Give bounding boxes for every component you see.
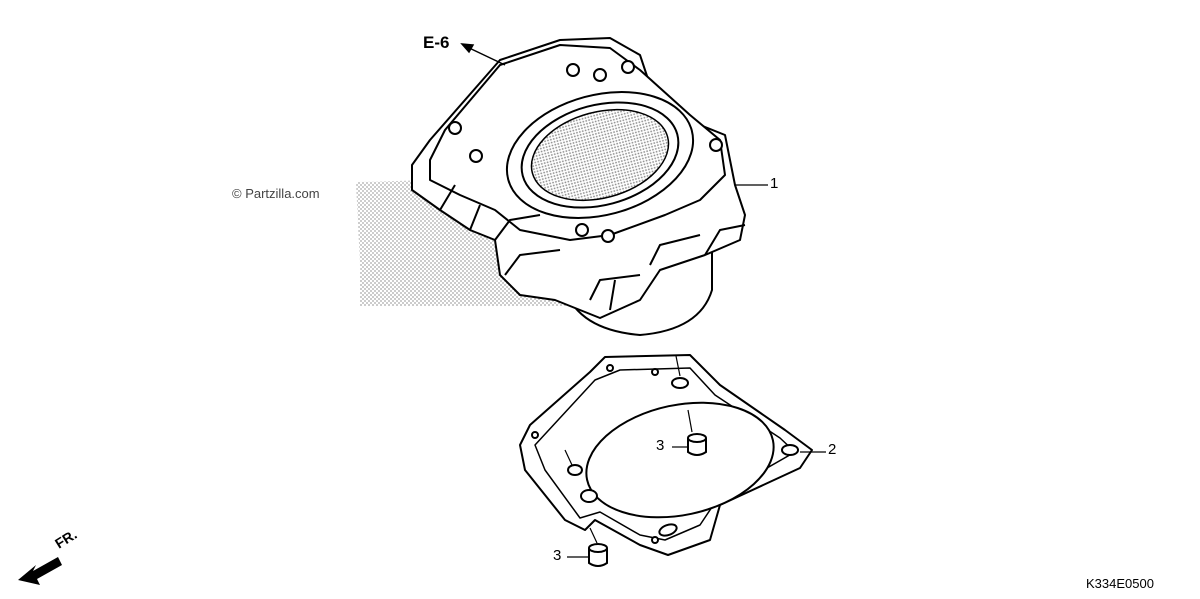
dowel-pin-upper <box>687 433 707 456</box>
watermark-text: © Partzilla.com <box>232 186 320 201</box>
callout-3-upper[interactable]: 3 <box>656 437 665 454</box>
cylinder-part-1 <box>411 37 746 336</box>
callout-3-lower[interactable]: 3 <box>553 547 562 564</box>
front-direction-arrow <box>18 557 62 585</box>
callout-leaders <box>564 184 826 558</box>
gasket-part-2 <box>519 354 813 556</box>
reference-label: E-6 <box>423 33 450 52</box>
dowel-pin-lower <box>588 543 608 567</box>
reference-arrow-e6 <box>460 43 506 66</box>
callout-2[interactable]: 2 <box>828 441 837 458</box>
part-code: K334E0500 <box>1086 576 1154 591</box>
callout-1[interactable]: 1 <box>770 175 779 192</box>
